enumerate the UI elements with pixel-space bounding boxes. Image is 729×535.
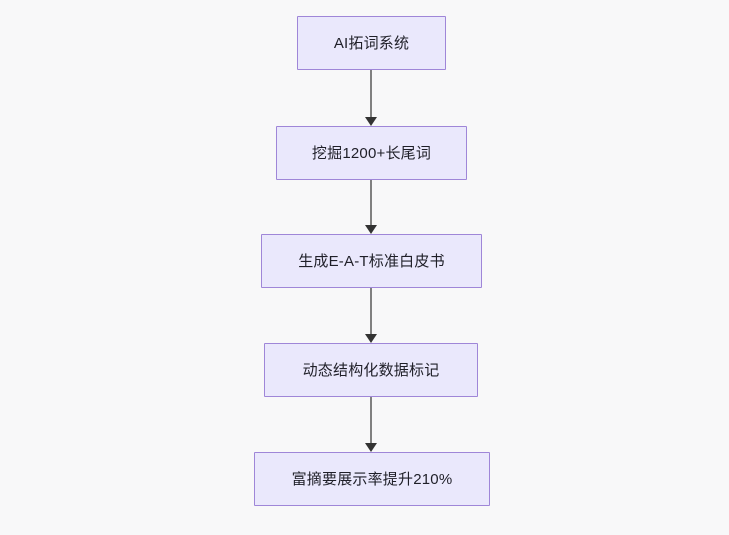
flowchart-edge-2-line <box>370 180 372 225</box>
flowchart-node-4-label: 动态结构化数据标记 <box>302 361 440 379</box>
flowchart-node-1[interactable]: AI拓词系统 <box>297 16 446 70</box>
flowchart-edge-3-arrowhead-icon <box>365 334 377 343</box>
flowchart-node-3[interactable]: 生成E-A-T标准白皮书 <box>261 234 482 288</box>
flowchart-node-2[interactable]: 挖掘1200+长尾词 <box>276 126 467 180</box>
flowchart-node-1-label: AI拓词系统 <box>333 34 410 52</box>
flowchart-node-2-label: 挖掘1200+长尾词 <box>311 144 432 162</box>
flowchart-node-3-label: 生成E-A-T标准白皮书 <box>298 252 445 270</box>
flowchart-edge-4-line <box>370 397 372 443</box>
flowchart-node-5[interactable]: 富摘要展示率提升210% <box>254 452 490 506</box>
flowchart-edge-1-arrowhead-icon <box>365 117 377 126</box>
flowchart-edge-3-line <box>370 288 372 334</box>
flowchart-edge-1-line <box>370 70 372 117</box>
flowchart-edge-4-arrowhead-icon <box>365 443 377 452</box>
flowchart-edge-2-arrowhead-icon <box>365 225 377 234</box>
flowchart-node-4[interactable]: 动态结构化数据标记 <box>264 343 478 397</box>
flowchart-node-5-label: 富摘要展示率提升210% <box>291 470 453 488</box>
